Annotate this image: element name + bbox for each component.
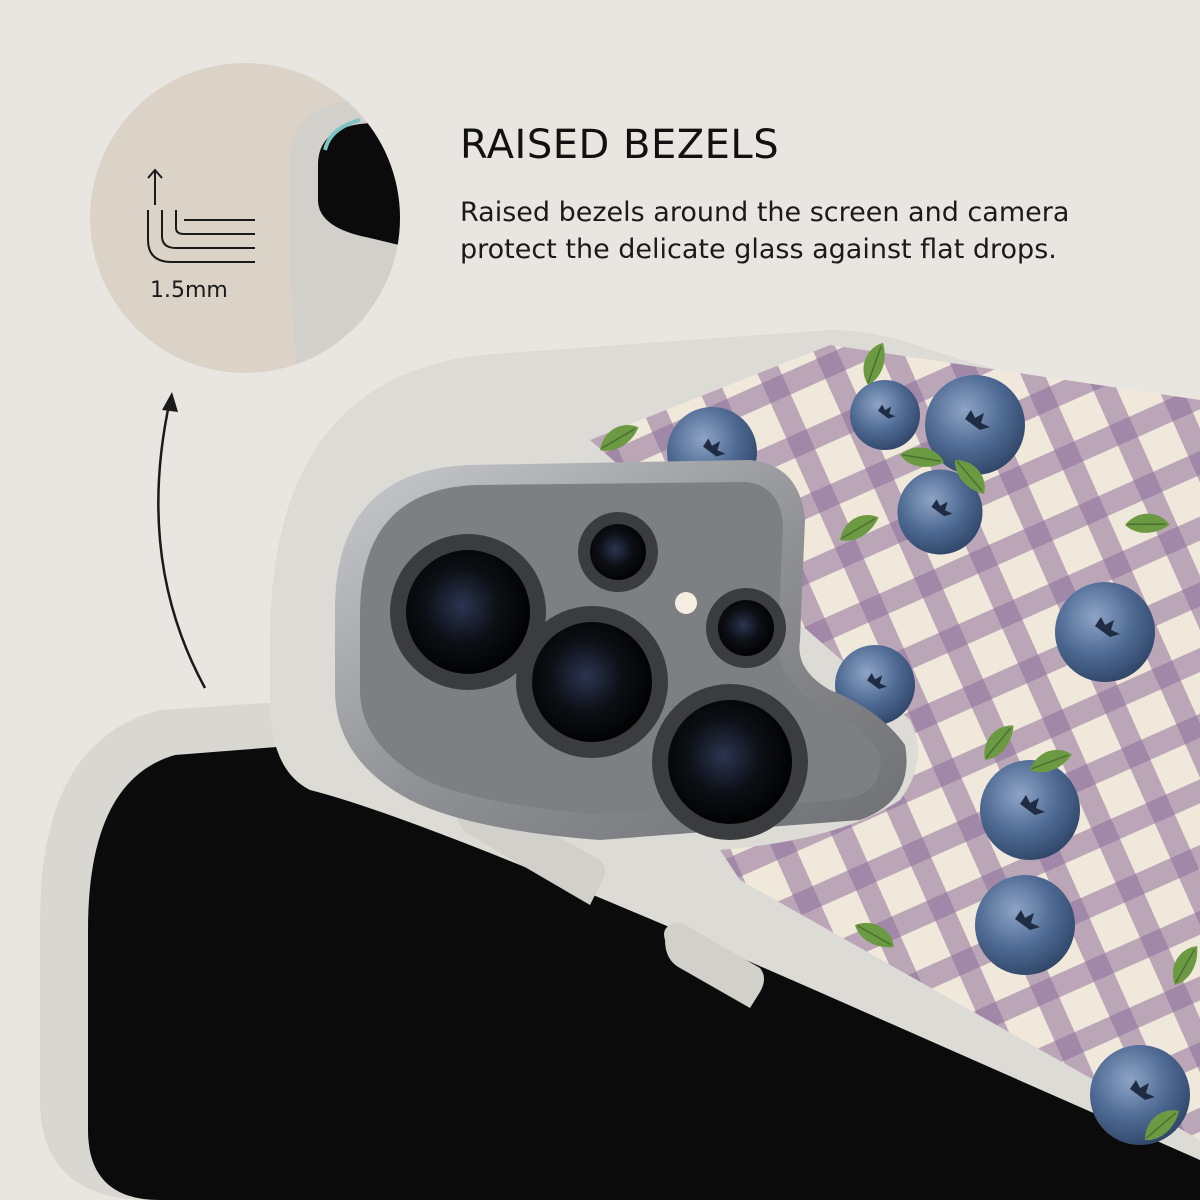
camera-module xyxy=(335,460,907,840)
bezel-measurement-label: 1.5mm xyxy=(150,278,228,303)
feature-headline: RAISED BEZELS xyxy=(460,122,780,168)
feature-description: Raised bezels around the screen and came… xyxy=(460,197,1070,265)
camera-lens-main xyxy=(390,534,546,690)
camera-lens-lower xyxy=(652,684,808,840)
callout-arrow xyxy=(157,392,207,689)
camera-flash xyxy=(675,592,697,614)
bezel-height-icon xyxy=(147,168,255,263)
camera-lens-small-right xyxy=(706,588,786,668)
case-lower-body xyxy=(40,690,1200,1200)
camera-lens-small-top xyxy=(578,512,658,592)
bezel-callout xyxy=(90,63,400,373)
camera-lens-middle xyxy=(516,606,668,758)
